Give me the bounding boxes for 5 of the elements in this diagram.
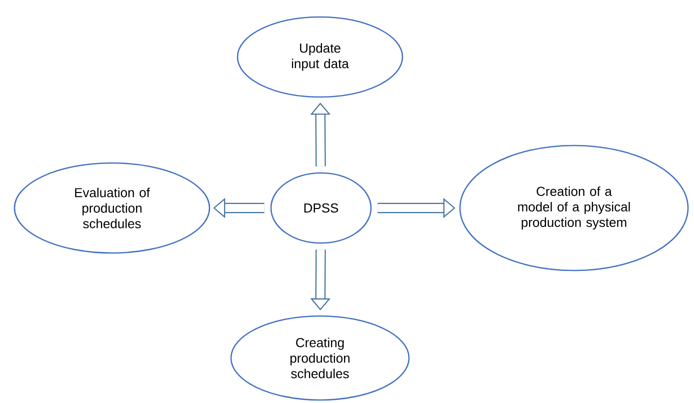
ellipse-node: Creation of a model of a physical production system — [459, 144, 689, 272]
ellipse-node: Update input data — [236, 16, 404, 98]
ellipse-node: DPSS — [270, 172, 372, 244]
ellipse-node: Creating production schedules — [230, 315, 410, 401]
ellipse-node: Evaluation of production schedules — [14, 162, 210, 254]
